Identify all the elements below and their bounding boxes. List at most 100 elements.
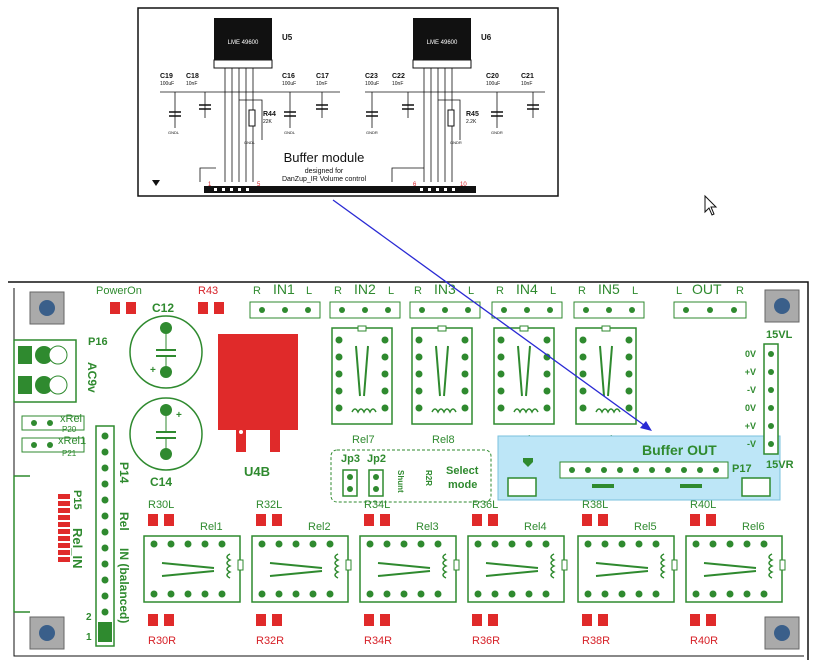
label-r: R [496,285,504,297]
cap-value: 100uF [486,81,500,87]
label-r: R [578,285,586,297]
capacitor-c14: + C14 [129,397,203,489]
header-in2: R IN2 L [329,281,401,319]
label-power-pin: +V [745,421,756,431]
schematic-subtitle-2: DanZup_IR Volume control [282,176,366,183]
res-ref: R44 [263,111,276,118]
label-resistor-r: R34R [364,635,392,647]
label-p14: P14 [117,462,131,484]
u5-part: LME 49600 [228,40,259,46]
label-power-pin: 0V [745,403,756,413]
connector-xrel: xRel P20 xRel1 P21 [21,413,86,458]
label-buffer-out: Buffer OUT [642,442,717,458]
cap-ref: C17 [316,73,329,80]
arrow-head-icon [640,421,652,431]
label-l: L [468,285,474,297]
label-c14: C14 [150,475,172,489]
schematic-resistor-labels: R44 22K R45 2.2K [263,111,479,125]
schematic-cap-labels: C19 100uF C18 10nF C16 100uF C17 10nF C2… [160,73,534,87]
relay-top: Rel8 [411,325,473,446]
schematic-panel: LME 49600 U5 LME 49600 U6 [137,7,559,197]
label-jp2: Jp2 [367,453,386,465]
label-resistor-r: R32R [256,635,284,647]
relay-top: Rel9 [493,325,555,446]
cap-ref: C16 [282,73,295,80]
schematic-cap-glyphs [169,104,539,117]
label-relay: Rel5 [634,521,657,533]
connector-p16: P16 AC9v [13,336,108,403]
label-r: R [736,285,744,297]
label-p16: P16 [88,336,108,348]
label-resistor-l: R32L [256,499,282,511]
label-relay: Rel8 [432,434,455,446]
mouse-cursor-icon [704,194,718,216]
label-xrel1: xRel1 [58,435,86,447]
input-headers: R IN1 L R IN2 L R IN3 L R IN4 L [249,281,747,319]
label-relay: Rel2 [308,521,331,533]
ground-label: GNDR [366,130,378,135]
cap-ref: C23 [365,73,378,80]
label-rel: Rel [117,512,131,531]
label-l: L [676,285,682,297]
pcb-panel: PowerOn R43 R IN1 L R IN2 L R IN3 L [8,281,809,660]
relay-top: Rel7 [331,325,393,446]
label-relay: Rel3 [416,521,439,533]
label-pin1: 1 [86,632,92,643]
label-p15: P15 [71,490,83,510]
ground-label: GNDL [168,130,180,135]
ground-label: GNDL [244,140,256,145]
label-in1: IN1 [273,281,295,297]
svg-text:+: + [150,365,156,376]
cap-ref: C18 [186,73,199,80]
regulator-u4b: U4B [218,334,298,479]
cap-ref: C19 [160,73,173,80]
chip-u6: LME 49600 U6 [412,18,492,69]
label-c12: C12 [152,301,174,315]
label-r43: R43 [198,285,218,297]
cap-value: 10nF [392,81,403,87]
cap-value: 100uF [160,81,174,87]
schematic-border [137,7,559,197]
ground-label: GNDR [491,130,503,135]
label-poweron: PowerOn [96,285,142,297]
label-in3: IN3 [434,281,456,297]
cap-value: 100uF [365,81,379,87]
cap-value: 10nF [521,81,532,87]
pad-r43 [198,302,224,314]
pin-number: 6 [413,182,417,188]
label-resistor-l: R38L [582,499,608,511]
label-l: L [306,285,312,297]
connector-p14: P14 Rel IN (balanced) 2 1 [86,425,131,647]
label-resistor-l: R40L [690,499,716,511]
label-pin2: 2 [86,612,92,623]
label-in-balanced: IN (balanced) [117,548,131,623]
label-jp3: Jp3 [341,453,360,465]
u6-part: LME 49600 [427,40,458,46]
label-xrel: xRel [60,413,82,425]
cap-ref: C22 [392,73,405,80]
connector-p15: P15 Rel_IN [13,475,85,613]
cap-ref: C20 [486,73,499,80]
label-in2: IN2 [354,281,376,297]
label-l: L [388,285,394,297]
label-resistor-l: R30L [148,499,174,511]
schematic-ground-labels: GNDL GNDL GNDL GNDR GNDR GNDR [168,130,503,145]
label-r2r: R2R [424,470,433,486]
label-in5: IN5 [598,281,620,297]
label-r: R [334,285,342,297]
label-resistor-l: R34L [364,499,390,511]
label-rel-in: Rel_IN [70,528,85,568]
label-ac9v: AC9v [85,362,99,393]
chip-u5: LME 49600 U5 [213,18,293,69]
label-shunt: Shunt [396,470,405,493]
pad-poweron [110,302,136,314]
schematic-title: Buffer module [284,150,365,165]
label-resistor-r: R36R [472,635,500,647]
label-l: L [550,285,556,297]
label-power-pin: -V [747,439,756,449]
